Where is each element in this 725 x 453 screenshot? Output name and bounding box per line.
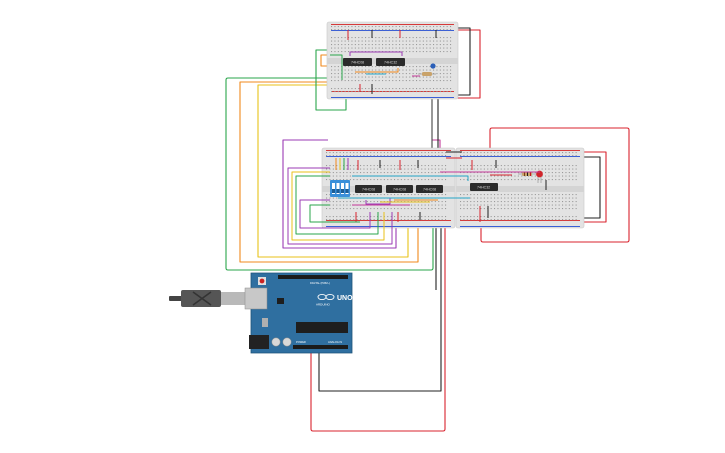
arduino-analog-label: ANALOG IN [328,340,342,344]
ic-middle-3-label: 74HC08 [423,188,436,192]
dip-switch[interactable] [330,180,350,197]
wire-green-loop-mid[interactable] [295,175,379,235]
ic-top-left[interactable]: 74HC08 [343,58,372,66]
ic-top-right-label: 74HC32 [384,61,397,65]
wire-orange-outer[interactable] [239,81,419,263]
wire-green-loop-mid-2[interactable] [309,204,360,223]
wire-orange-top-2[interactable] [355,68,399,73]
arduino-logo [317,293,335,301]
wire-green-outer[interactable] [225,77,434,271]
wire-cyan-mid[interactable] [352,175,469,181]
ic-middle-1[interactable]: 74HC08 [355,185,382,193]
wire-yellow-outer[interactable] [257,84,409,258]
ic-top-right[interactable]: 74HC32 [376,58,405,66]
arduino-digital-label: DIGITAL (PWM~) [310,281,330,285]
wire-red-right-outer[interactable] [480,127,630,243]
ic-middle-2-label: 74HC08 [393,188,406,192]
arduino-brand-label: ARDUINO [316,303,331,307]
wire-purple-top[interactable] [349,51,403,56]
wire-purple-mid-2[interactable] [365,198,391,205]
wire-purple-outer[interactable] [282,139,397,249]
wire-yellow-loop-mid[interactable] [291,171,385,241]
wire-black-top-right[interactable] [455,27,471,96]
wire-black-arduino[interactable] [318,212,442,392]
wire-purple-loop-mid[interactable] [287,167,393,245]
ic-middle-2[interactable]: 74HC08 [386,185,413,193]
foreground-wires [287,30,547,245]
wire-black-right-loop[interactable] [580,156,601,219]
led-blue[interactable] [430,63,436,69]
usb-cable[interactable] [169,290,246,307]
ic-right-label: 74HC32 [477,186,490,190]
arduino-power-label: POWER [296,340,306,344]
arduino-uno-label: UNO [337,295,353,302]
breadboard-top-holes [331,26,452,93]
wire-red-right-loop[interactable] [580,151,607,223]
wire-green-top-2[interactable] [330,54,343,80]
ic-top-left-label: 74HC08 [351,61,364,65]
resistor-right[interactable] [518,172,536,176]
breadboard-right-holes [460,152,577,221]
resistor-top[interactable] [418,72,436,76]
wire-red-arduino[interactable] [310,212,446,432]
ic-middle-3[interactable]: 74HC08 [416,185,443,193]
ic-middle-1-label: 74HC08 [362,188,375,192]
wire-purple-loop-mid-2[interactable] [299,199,371,229]
wire-red-top-right[interactable] [455,29,481,99]
arduino-uno[interactable]: UNO ARDUINO DIGITAL (PWM~) POWER ANALOG … [169,272,353,354]
ic-right[interactable]: 74HC32 [470,183,498,191]
